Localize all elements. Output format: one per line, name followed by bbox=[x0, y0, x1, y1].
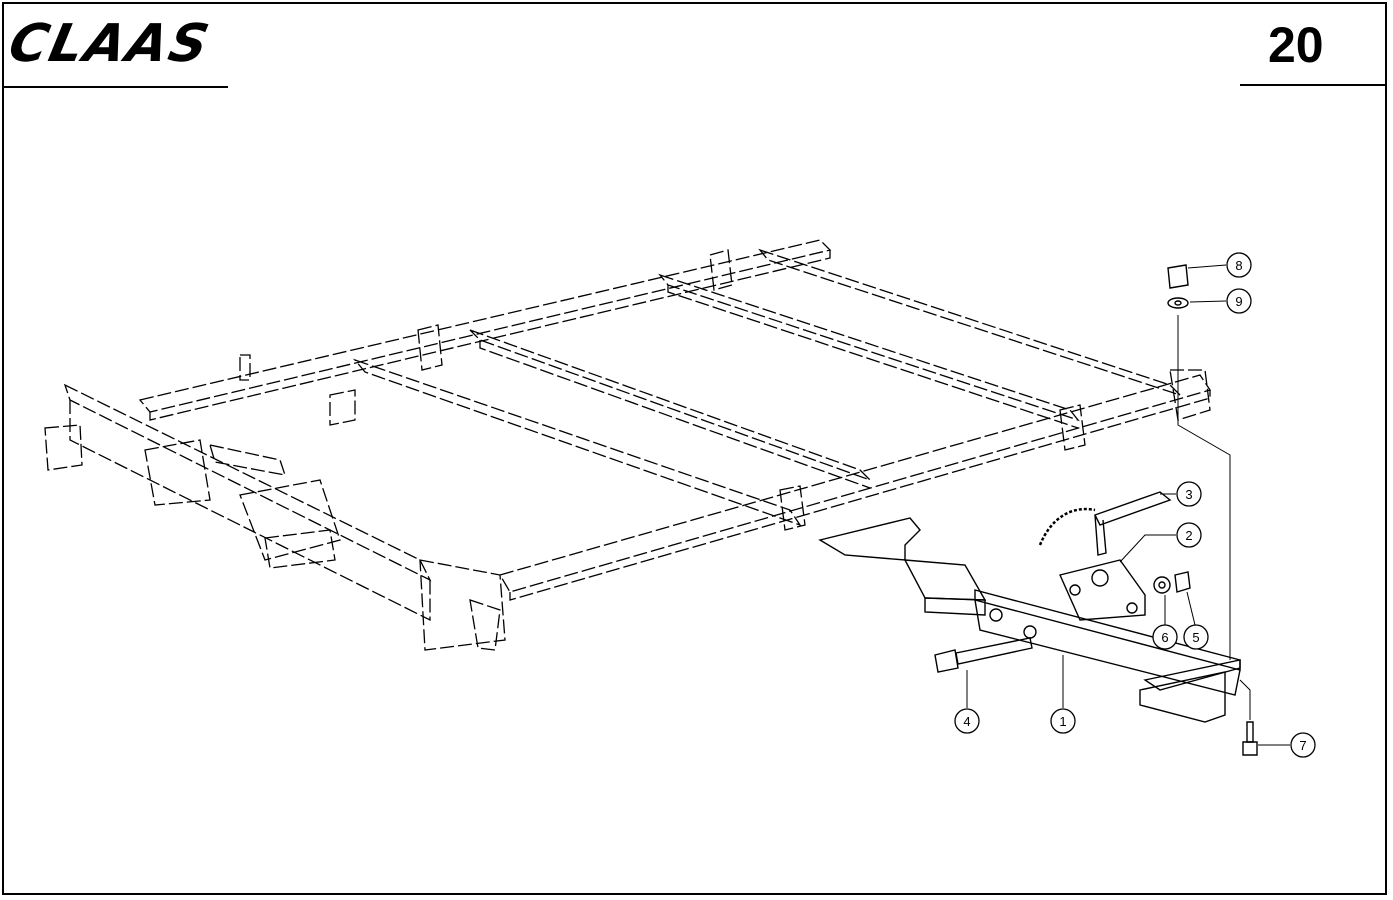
washer-6 bbox=[1153, 576, 1171, 594]
bolt-shank bbox=[955, 637, 1033, 665]
hex-bolt-head bbox=[934, 649, 959, 673]
callout-9-label: 9 bbox=[1235, 294, 1242, 309]
callout-9: 9 bbox=[1226, 288, 1252, 314]
callout-bubbles: 8 9 3 2 6 5 4 1 7 bbox=[954, 252, 1316, 758]
cross-member-1 bbox=[353, 358, 802, 527]
callout-7: 7 bbox=[1290, 732, 1316, 758]
callout-2-label: 2 bbox=[1185, 528, 1192, 543]
callout-8-label: 8 bbox=[1235, 258, 1242, 273]
retaining-chain bbox=[1038, 507, 1096, 546]
callout-3: 3 bbox=[1176, 481, 1202, 507]
clevis-bracket bbox=[1059, 559, 1146, 621]
callout-1-label: 1 bbox=[1059, 714, 1066, 729]
tow-bar-assembly bbox=[818, 264, 1258, 756]
nut-5 bbox=[1174, 571, 1191, 593]
callout-3-label: 3 bbox=[1185, 487, 1192, 502]
callout-5: 5 bbox=[1183, 624, 1209, 650]
callout-1: 1 bbox=[1050, 708, 1076, 734]
leader-lines bbox=[966, 264, 1290, 746]
callout-6: 6 bbox=[1152, 624, 1178, 650]
callout-4: 4 bbox=[954, 708, 980, 734]
callout-8: 8 bbox=[1226, 252, 1252, 278]
washer-9 bbox=[1167, 297, 1189, 309]
header-rule-left bbox=[2, 86, 228, 88]
nut-8 bbox=[1167, 264, 1189, 289]
frame-assembly bbox=[44, 239, 1212, 651]
cross-member-3 bbox=[658, 273, 1080, 422]
callout-5-label: 5 bbox=[1192, 630, 1199, 645]
page-number: 20 bbox=[1268, 17, 1324, 73]
left-side-member bbox=[63, 383, 432, 582]
bolt-7-head bbox=[1242, 741, 1258, 756]
left-front-bracket bbox=[419, 559, 506, 651]
hitch-pin bbox=[1094, 491, 1172, 526]
front-rail bbox=[499, 374, 1212, 593]
left-hitch-block bbox=[44, 424, 83, 471]
hole bbox=[989, 608, 1003, 622]
callout-7-label: 7 bbox=[1299, 738, 1306, 753]
right-end-plate bbox=[1169, 369, 1211, 421]
cross-member-2 bbox=[469, 329, 871, 481]
callout-6-label: 6 bbox=[1161, 630, 1168, 645]
callout-2: 2 bbox=[1176, 522, 1202, 548]
callout-4-label: 4 bbox=[963, 714, 970, 729]
cross-member-4 bbox=[758, 248, 1181, 396]
rear-rail bbox=[138, 239, 832, 413]
header-rule-right bbox=[1240, 84, 1387, 86]
drawbar-mount-plate bbox=[818, 517, 921, 561]
